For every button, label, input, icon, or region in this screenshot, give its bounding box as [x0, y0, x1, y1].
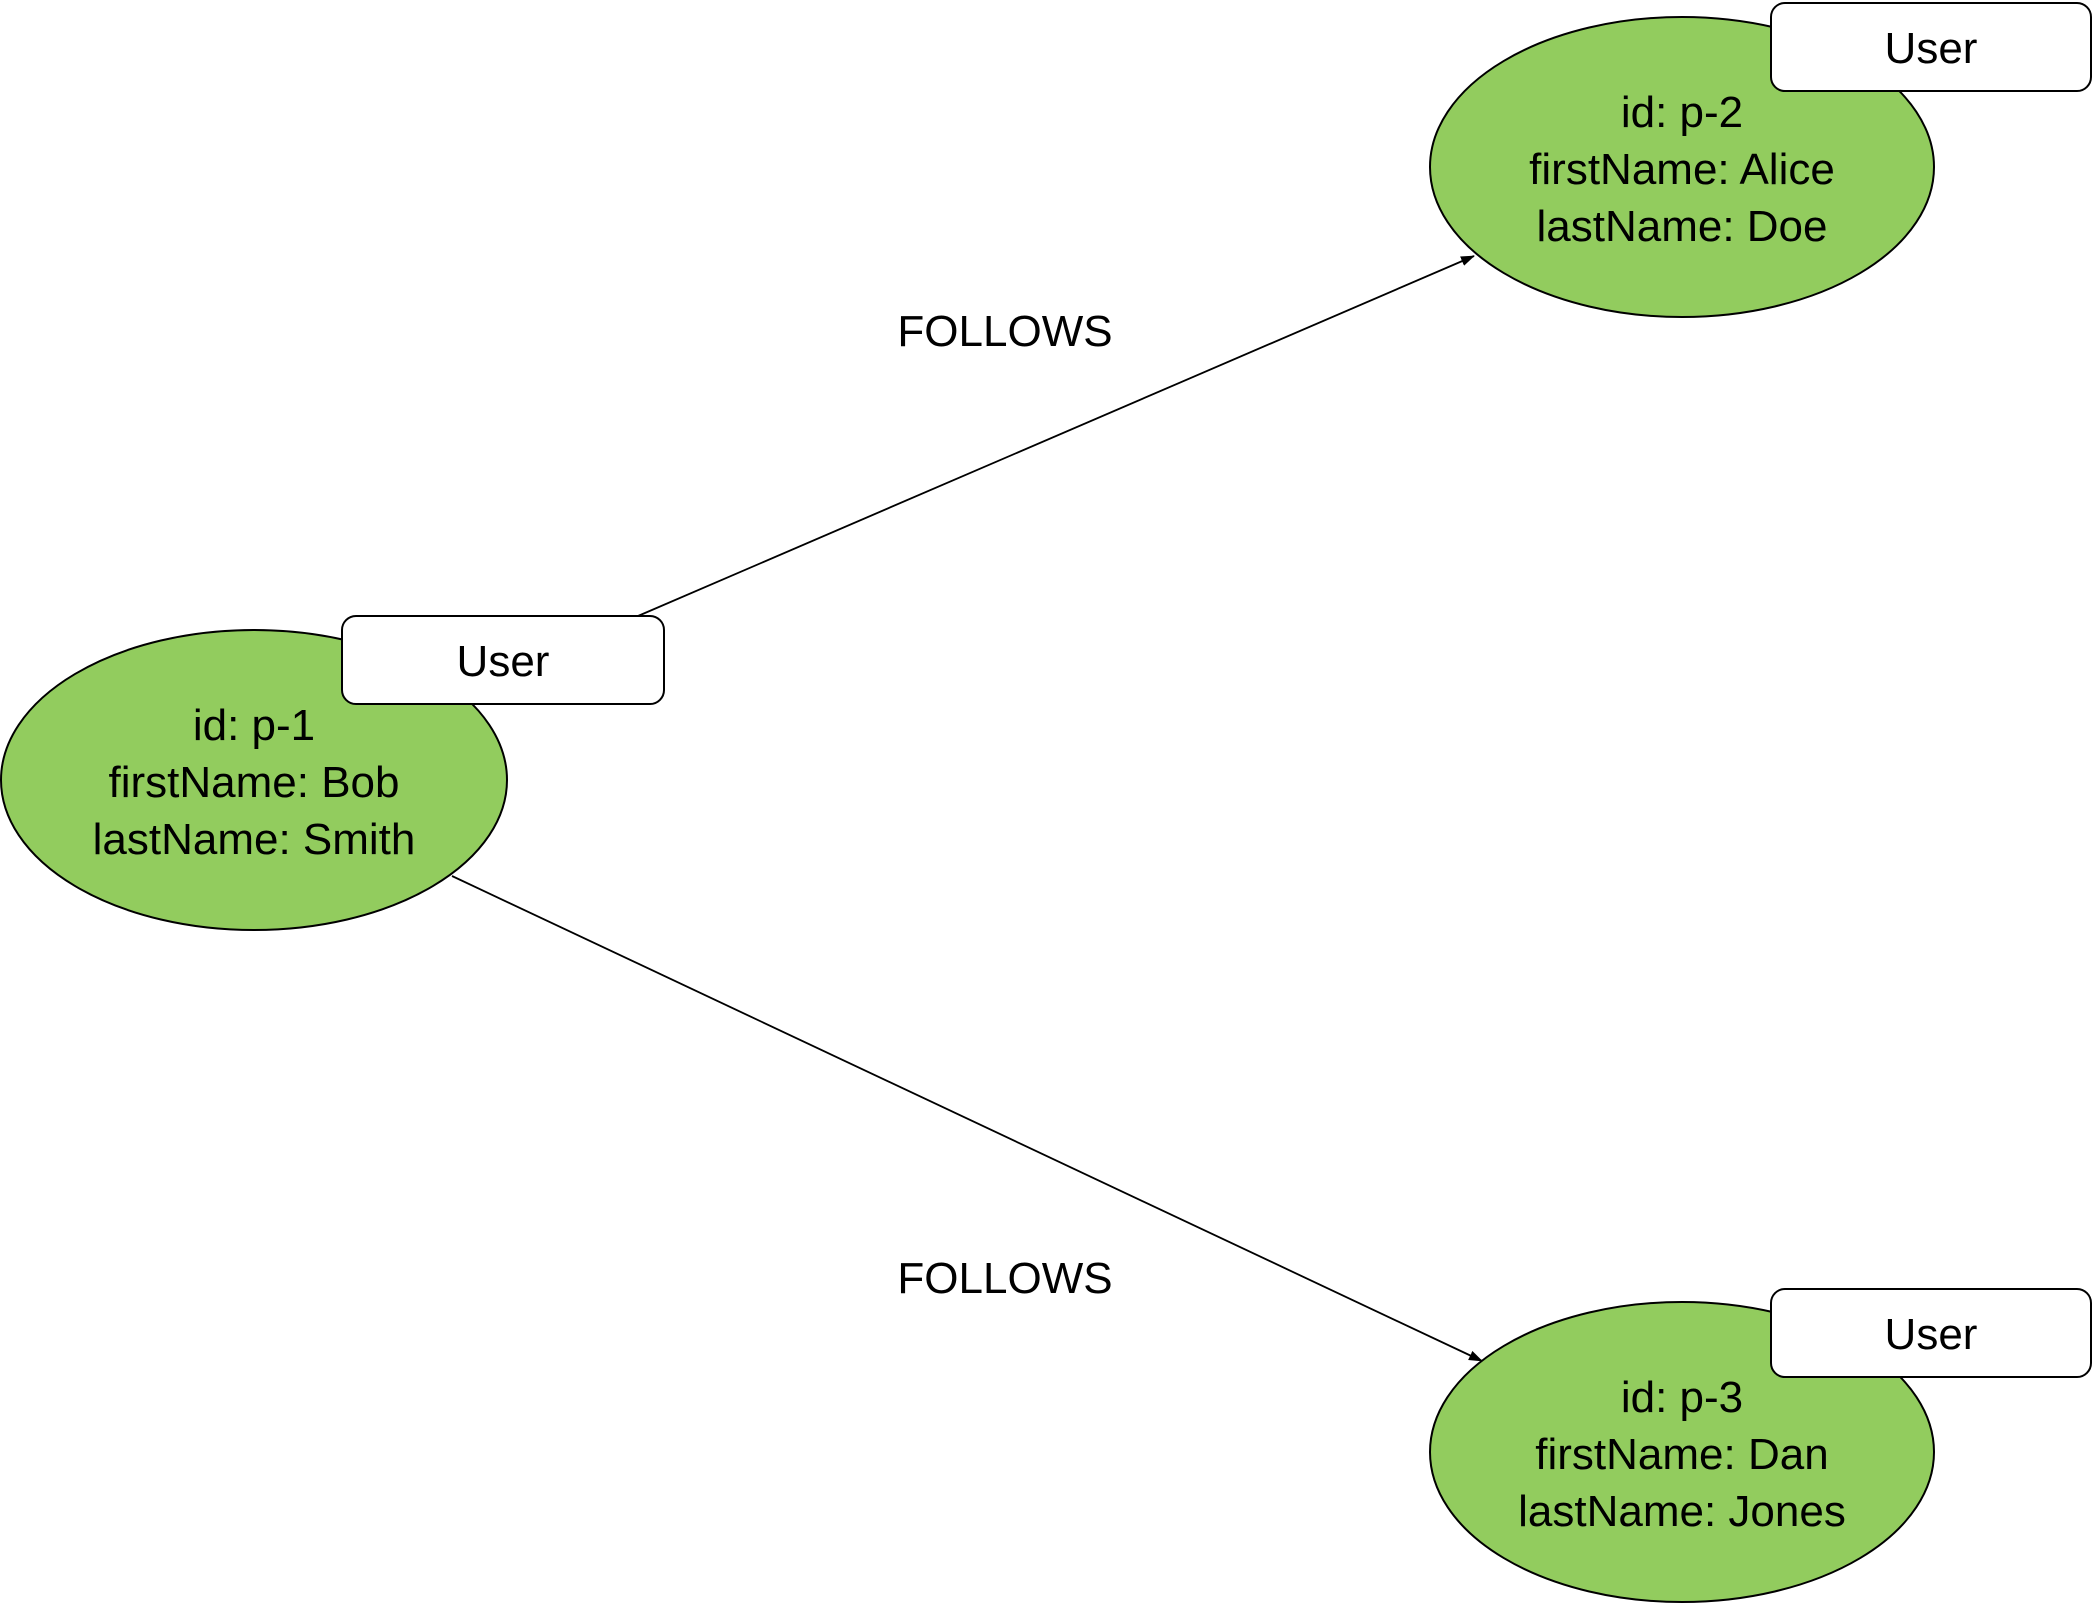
- node-user-p2[interactable]: id: p-2 firstName: Alice lastName: Doe U…: [1429, 2, 2092, 318]
- node-lastname-p2: lastName: Doe: [1536, 202, 1827, 251]
- node-id-p1: id: p-1: [193, 701, 315, 750]
- node-label-box-p2: [1770, 2, 2092, 92]
- node-firstname-p3: firstName: Dan: [1535, 1430, 1828, 1479]
- node-firstname-p1: firstName: Bob: [109, 758, 400, 807]
- node-id-p2: id: p-2: [1621, 88, 1743, 137]
- edge-label-1: FOLLOWS: [897, 307, 1112, 356]
- node-label-p2: User: [1885, 24, 1978, 73]
- edge-line-2: [451, 875, 1483, 1362]
- node-lastname-p3: lastName: Jones: [1518, 1487, 1846, 1536]
- node-label-p3: User: [1885, 1310, 1978, 1359]
- node-label-box-p1: [341, 615, 665, 705]
- node-firstname-p2: firstName: Alice: [1529, 145, 1835, 194]
- node-lastname-p1: lastName: Smith: [93, 815, 416, 864]
- node-label-box-p3: [1770, 1288, 2092, 1378]
- node-id-p3: id: p-3: [1621, 1373, 1743, 1422]
- edge-label-2: FOLLOWS: [897, 1254, 1112, 1303]
- edge-line-1: [637, 255, 1475, 617]
- node-user-p3[interactable]: id: p-3 firstName: Dan lastName: Jones U…: [1429, 1288, 2092, 1603]
- node-label-p1: User: [457, 637, 550, 686]
- node-user-p1[interactable]: id: p-1 firstName: Bob lastName: Smith U…: [0, 615, 665, 931]
- edge-follows-1: FOLLOWS: [637, 255, 1475, 617]
- edge-follows-2: FOLLOWS: [451, 875, 1483, 1362]
